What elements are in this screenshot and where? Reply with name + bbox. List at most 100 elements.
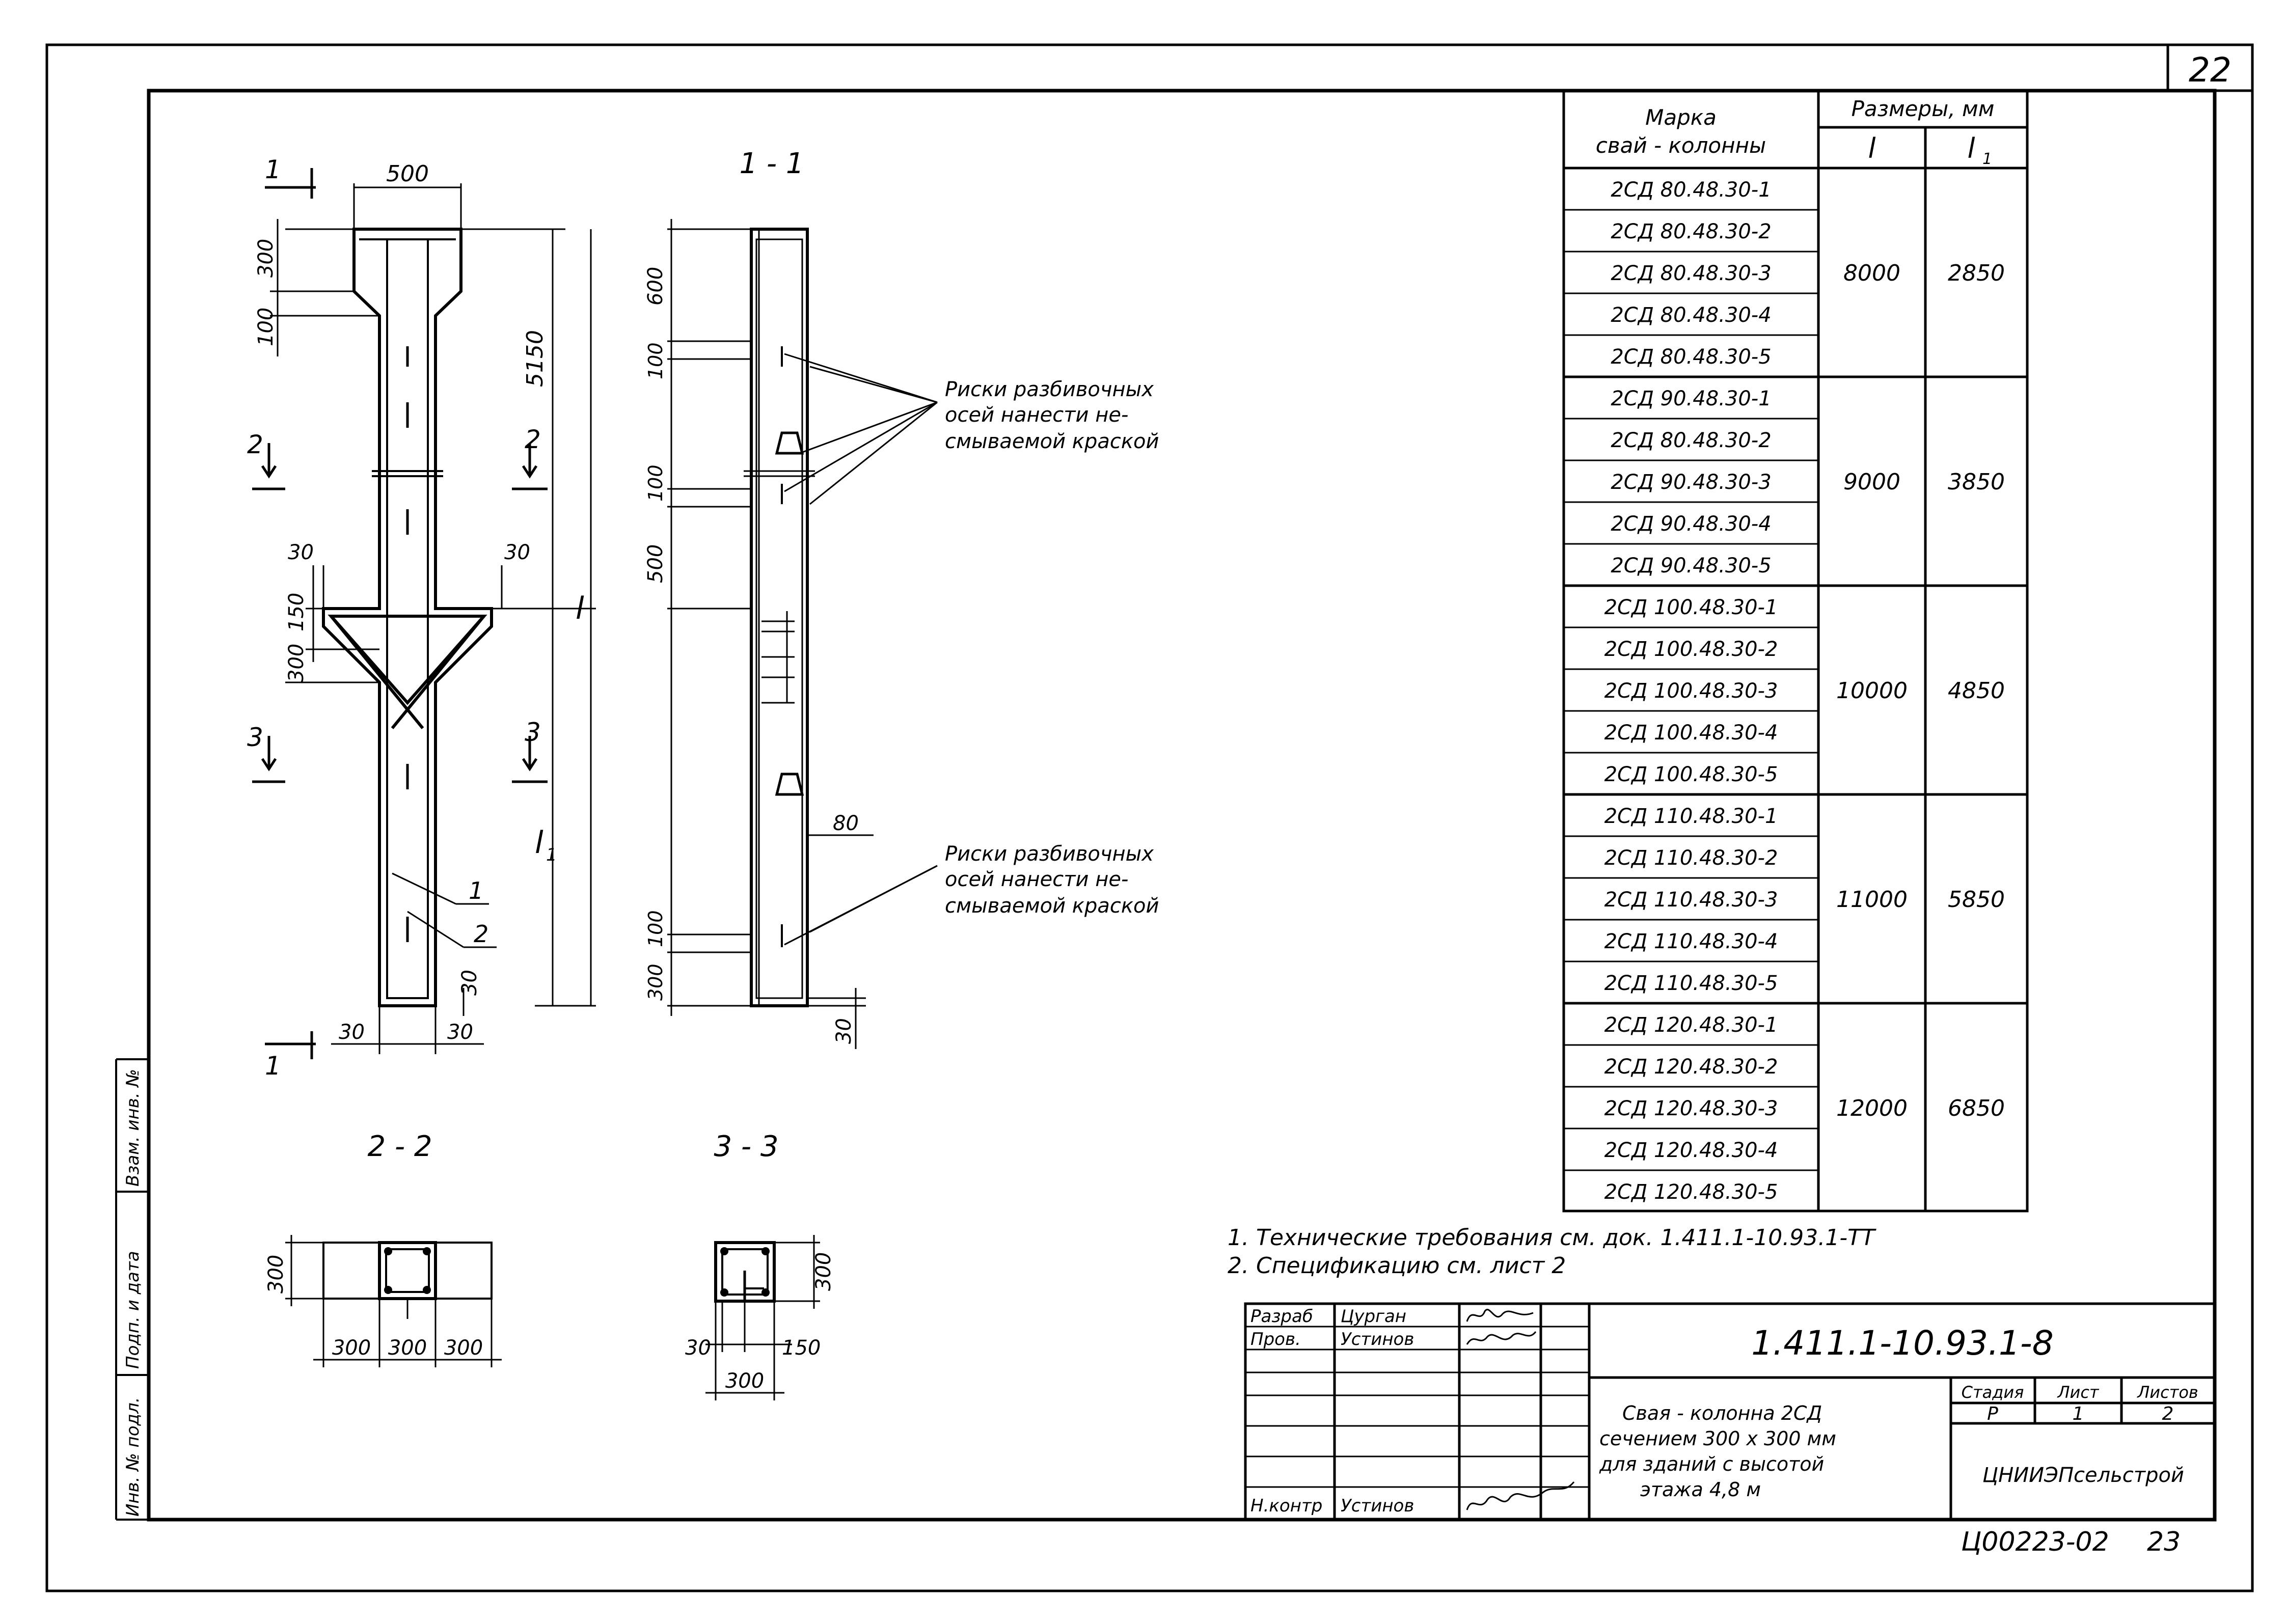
section-1-1-dims <box>667 219 874 1049</box>
section-markers <box>252 168 548 1059</box>
table-mark-cell: 2СД 80.48.30-5 <box>1611 345 1771 369</box>
dim-30-left: 30 <box>288 541 314 564</box>
dim-30-bottom-right: 30 <box>447 1021 473 1044</box>
table-header-sizes: Размеры, мм <box>1852 96 1995 121</box>
tb-doc-code: 1.411.1-10.93.1-8 <box>1751 1324 2053 1363</box>
tb-sheets-label: Листов <box>2137 1383 2198 1402</box>
dim-80: 80 <box>833 812 859 835</box>
drawing-frame <box>147 89 2217 1522</box>
note-2: 2. Спецификацию см. лист 2 <box>1228 1253 1566 1279</box>
table-mark-cell: 2СД 90.48.30-1 <box>1611 387 1771 410</box>
tb-desc-line4: этажа 4,8 м <box>1640 1478 1761 1501</box>
table-mark-cell: 2СД 100.48.30-1 <box>1604 596 1778 619</box>
table-mark-cell: 2СД 80.48.30-4 <box>1611 304 1771 327</box>
sec22-dim-300-vertical: 300 <box>264 1255 288 1293</box>
dim-500-side: 500 <box>644 544 667 583</box>
table-mark-cell: 2СД 110.48.30-5 <box>1604 972 1778 995</box>
dim-600: 600 <box>644 267 667 306</box>
page-number-box <box>2166 43 2254 92</box>
stamp-vzam-inv: Взам. инв. № <box>123 1069 143 1187</box>
table-l1-value: 5850 <box>1948 887 2005 913</box>
table-mark-cell: 2СД 100.48.30-5 <box>1604 763 1778 786</box>
section-2-2-title: 2 - 2 <box>367 1130 432 1163</box>
table-mark-cell: 2СД 80.48.30-2 <box>1611 429 1771 452</box>
dim-5150: 5150 <box>522 330 548 387</box>
tb-stage-value: Р <box>1987 1403 1998 1424</box>
table-mark-cell: 2СД 100.48.30-4 <box>1604 721 1778 745</box>
callout-1: 1 <box>469 877 483 904</box>
table-mark-cell: 2СД 90.48.30-4 <box>1611 512 1771 536</box>
tb-sheet-value: 1 <box>2073 1403 2084 1424</box>
dim-30-bottom-left: 30 <box>339 1021 365 1044</box>
table-mark-cell: 2СД 110.48.30-3 <box>1604 888 1778 912</box>
table-mark-cell: 2СД 110.48.30-4 <box>1604 930 1778 953</box>
table-mark-cell: 2СД 110.48.30-1 <box>1604 805 1778 828</box>
notice-upper-line-2: осей нанести не- <box>945 403 1128 427</box>
table-mark-cell: 2СД 100.48.30-2 <box>1604 638 1778 661</box>
stamp-podp-data: Подп. и дата <box>123 1251 143 1369</box>
dim-300-lower: 300 <box>644 964 667 1001</box>
signature-ustinov-nkontr <box>1466 1481 1575 1510</box>
tb-role-razrab: Разраб <box>1250 1306 1313 1327</box>
tb-name-prov: Устинов <box>1341 1329 1414 1350</box>
tb-role-prov: Пров. <box>1250 1329 1301 1350</box>
table-l-value: 8000 <box>1843 260 1900 286</box>
axis-notice-leaders <box>784 353 938 946</box>
sec22-dim-300-a: 300 <box>332 1336 371 1360</box>
notice-upper-line-3: смываемой краской <box>945 430 1159 453</box>
notice-lower-line-2: осей нанести не- <box>945 868 1128 891</box>
table-l-value: 12000 <box>1836 1095 1908 1121</box>
notice-lower-line-3: смываемой краской <box>945 894 1159 918</box>
sec33-dim-150: 150 <box>782 1336 821 1360</box>
dim-l: l <box>576 591 584 626</box>
section-mark-2-right: 2 <box>525 425 541 454</box>
table-mark-cell: 2СД 90.48.30-5 <box>1611 554 1771 577</box>
signature-tsurgan <box>1466 1309 1534 1322</box>
dim-100-lower: 100 <box>644 910 667 947</box>
note-1: 1. Технические требования см. док. 1.411… <box>1228 1225 1876 1251</box>
table-header-l: l <box>1868 132 1875 164</box>
stamp-inv-podl: Инв. № подл. <box>123 1397 143 1517</box>
side-stamp: Инв. № подл. Подп. и дата Взам. инв. № <box>115 1058 149 1521</box>
bottom-code: Ц00223-02 <box>1961 1527 2109 1557</box>
table-mark-cell: 2СД 120.48.30-1 <box>1604 1013 1778 1037</box>
dim-150: 150 <box>285 593 308 631</box>
dim-100-head: 100 <box>254 308 278 346</box>
table-mark-cell: 2СД 110.48.30-2 <box>1604 846 1778 870</box>
table-l1-value: 2850 <box>1948 260 2005 286</box>
table-mark-cell: 2СД 80.48.30-2 <box>1611 220 1771 243</box>
dim-300-head: 300 <box>254 239 278 278</box>
table-header-l1-sub: 1 <box>1982 150 1992 168</box>
section-1-1 <box>744 228 815 1007</box>
dim-l1-sub: 1 <box>546 845 557 865</box>
size-table-grid <box>1562 89 2029 1213</box>
table-l-value: 9000 <box>1843 469 1900 495</box>
dim-300-corbel: 300 <box>285 644 308 682</box>
callout-2: 2 <box>474 920 488 948</box>
table-l-value: 10000 <box>1836 678 1908 704</box>
tb-sheets-value: 2 <box>2162 1403 2174 1424</box>
table-header-mark-line2: свай - колонны <box>1596 133 1766 158</box>
section-mark-2-left: 2 <box>247 430 263 459</box>
sec33-dim-30: 30 <box>685 1336 711 1360</box>
tb-organization: ЦНИИЭПсельстрой <box>1982 1464 2184 1487</box>
table-mark-cell: 2СД 120.48.30-2 <box>1604 1055 1778 1079</box>
sec22-dim-300-b: 300 <box>388 1336 427 1360</box>
table-header-l1: l <box>1967 132 1975 164</box>
elevation-dimensions <box>270 183 596 1054</box>
sec33-dim-300: 300 <box>725 1369 764 1393</box>
notice-lower-line-1: Риски разбивочных <box>945 842 1154 866</box>
title-block-grid <box>1244 1302 2216 1521</box>
tb-stage-label: Стадия <box>1962 1383 2024 1402</box>
table-l1-value: 3850 <box>1948 469 2005 495</box>
table-mark-cell: 2СД 90.48.30-3 <box>1611 471 1771 494</box>
dim-30-side: 30 <box>832 1018 856 1044</box>
section-mark-3-right: 3 <box>525 718 541 747</box>
dim-100-mid: 100 <box>644 464 667 502</box>
table-mark-cell: 2СД 80.48.30-3 <box>1611 262 1771 285</box>
dim-30-cover: 30 <box>458 970 481 996</box>
table-mark-cell: 2СД 120.48.30-5 <box>1604 1180 1778 1204</box>
section-mark-1-top: 1 <box>265 155 281 184</box>
table-header-mark-line1: Марка <box>1645 105 1717 130</box>
